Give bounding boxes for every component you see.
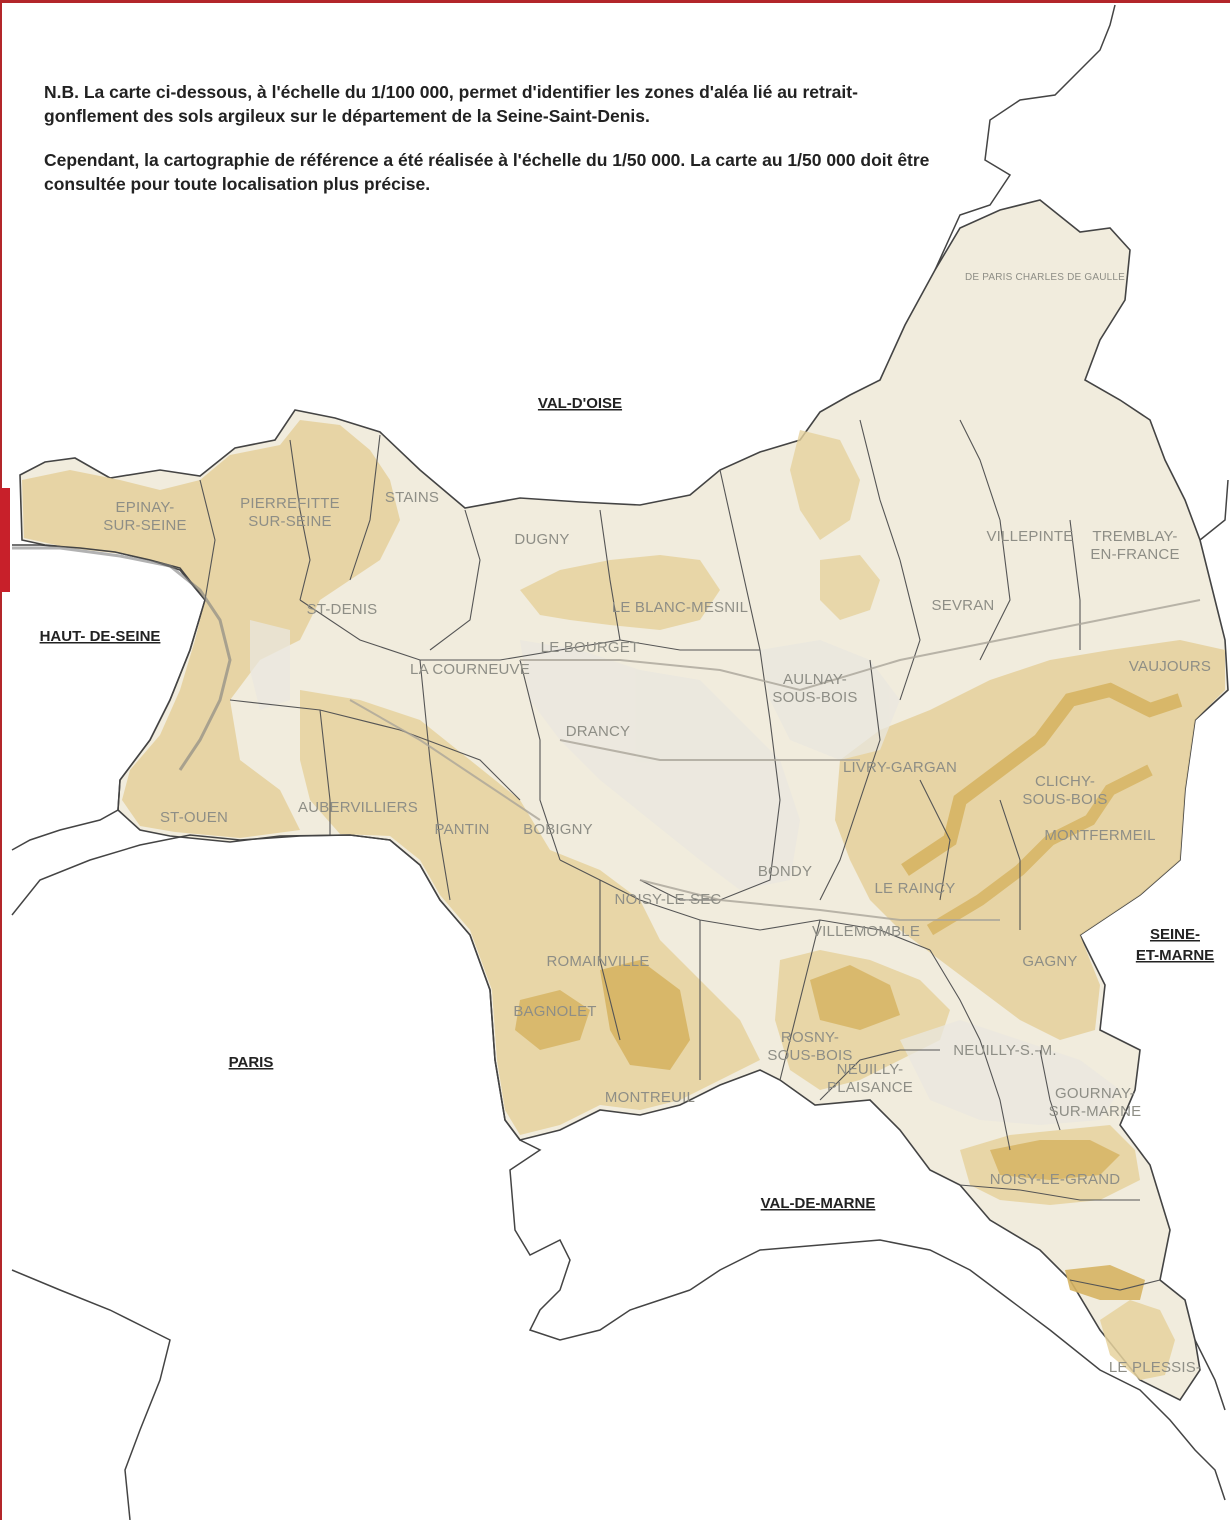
commune-label: LA COURNEUVE [410,661,530,678]
region-label-seine-et-marne: SEINE- [1150,926,1200,943]
hazard-zone [1100,1300,1175,1380]
hazard-zones [22,420,1225,1380]
commune-label: SUR-SEINE [248,513,331,530]
map-note: N.B. La carte ci-dessous, à l'échelle du… [44,80,934,216]
commune-label: NOISY-LE-SEC [615,891,722,908]
commune-label: EPINAY- [116,499,175,516]
commune-label: ROMAINVILLE [546,953,649,970]
commune-label: DRANCY [566,723,631,740]
commune-label: LE BOURGET [541,639,640,656]
commune-labels: EPINAY- SUR-SEINE PIERREFITTE SUR-SEINE … [103,272,1211,1376]
region-label-val-d-oise: VAL-D'OISE [538,395,622,412]
commune-label: SEVRAN [932,597,995,614]
hazard-zone-medium [990,1140,1120,1180]
commune-label: SUR-MARNE [1049,1103,1142,1120]
hazard-zone-medium [901,682,1183,876]
hazard-zone-medium [926,764,1153,936]
commune-label: STAINS [385,489,439,506]
commune-label: GOURNAY- [1055,1085,1135,1102]
commune-label: SOUS-BOIS [1022,791,1107,808]
commune-boundaries [199,419,1161,1291]
roads [349,599,1201,921]
commune-label: ST-OUEN [160,809,228,826]
commune-label: MONTREUIL [605,1089,695,1106]
commune-label: AUBERVILLIERS [298,799,418,816]
hazard-zone-medium [810,965,900,1030]
commune-label: NEUILLY-S.-M. [953,1042,1056,1059]
hazard-zone [835,640,1225,1040]
commune-label: LE RAINCY [875,880,956,897]
commune-label: AULNAY- [783,671,847,688]
commune-label: ST-DENIS [307,601,378,618]
commune-label: BAGNOLET [513,1003,596,1020]
commune-label: PIERREFITTE [240,495,340,512]
hazard-zone [820,555,880,620]
commune-label: NEUILLY- [837,1061,904,1078]
commune-label: DUGNY [514,531,569,548]
commune-label: SOUS-BOIS [772,689,857,706]
commune-label: BONDY [758,863,812,880]
commune-label: LE BLANC-MESNIL [612,599,748,616]
commune-label: PANTIN [434,821,489,838]
commune-label: VILLEPINTE [986,528,1073,545]
commune-label: PLAISANCE [827,1079,913,1096]
commune-label: CLICHY- [1035,773,1095,790]
commune-label: SOUS-BOIS [767,1047,852,1064]
commune-label: TREMBLAY- [1092,528,1177,545]
commune-label: SUR-SEINE [103,517,186,534]
region-label-seine-et-marne-2: ET-MARNE [1136,947,1214,964]
commune-label: VAUJOURS [1129,658,1211,675]
note-paragraph: N.B. La carte ci-dessous, à l'échelle du… [44,82,858,126]
seine-river [12,546,232,771]
neighbour-boundaries [11,4,1229,1520]
hazard-zone-medium [1065,1265,1145,1300]
commune-label: VILLEMOMBLE [812,923,920,940]
hazard-zone [520,555,720,630]
commune-label: ROSNY- [781,1029,839,1046]
hazard-zone-medium [515,990,590,1050]
commune-label: LIVRY-GARGAN [843,759,957,776]
commune-label: LE PLESSIS- [1109,1359,1201,1376]
hazard-zone [22,420,400,838]
commune-label: BOBIGNY [523,821,593,838]
note-paragraph: Cependant, la cartographie de référence … [44,150,930,194]
commune-label: DE PARIS CHARLES DE GAULLE [965,272,1125,283]
left-edge-tab [0,488,10,592]
region-label-haut-de-seine: HAUT- DE-SEINE [40,628,161,645]
commune-label: EN-FRANCE [1090,546,1179,563]
commune-label: MONTFERMEIL [1044,827,1155,844]
region-label-val-de-marne: VAL-DE-MARNE [761,1195,876,1212]
region-label-paris: PARIS [229,1054,274,1071]
commune-label: NOISY-LE-GRAND [990,1171,1121,1188]
hazard-zone [790,430,860,540]
commune-label: GAGNY [1022,953,1077,970]
hazard-zone-medium [600,960,690,1070]
